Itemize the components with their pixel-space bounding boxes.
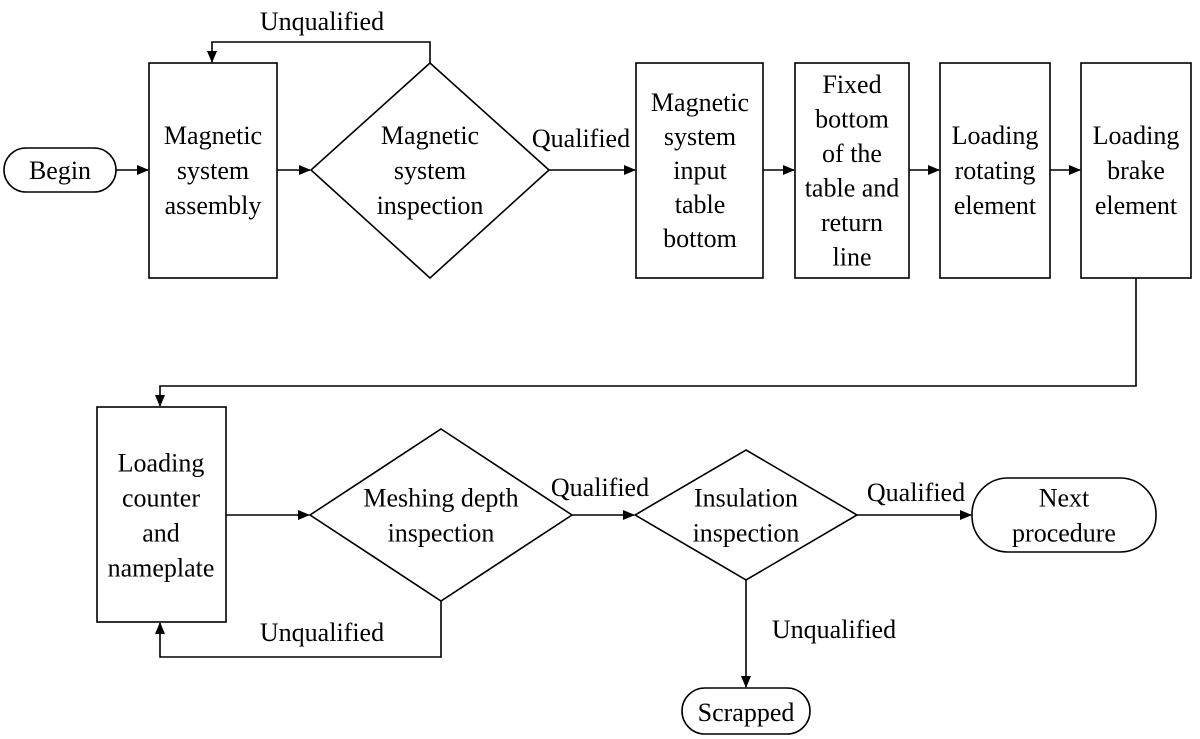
loading-rotating-element-label-line: Loading (952, 121, 1039, 150)
fixed-bottom-label-line: bottom (815, 104, 889, 133)
scrapped-node (681, 687, 811, 735)
fixed-bottom-label-line: line (833, 242, 872, 271)
magnetic-system-assembly-box (148, 62, 278, 279)
magnetic-system-assembly-label-line: assembly (165, 191, 262, 220)
magnetic-system-input-label-line: input (673, 156, 727, 185)
magnetic-unqualified-label: Unqualified (260, 7, 384, 36)
scrapped-label: Scrapped (698, 698, 795, 727)
magnetic-system-input-label-line: Magnetic (651, 88, 749, 117)
loading-brake-element-label-line: brake (1107, 156, 1165, 185)
next-procedure-label-line: Next (1039, 484, 1090, 513)
magnetic-system-inspection-label-line: inspection (377, 191, 484, 220)
loading-brake-element-label-line: element (1095, 191, 1178, 220)
arrow-inspection-unqualified-loop (207, 41, 431, 63)
magnetic-system-input-label-line: system (664, 122, 736, 151)
fixed-bottom-box (794, 62, 910, 279)
meshing-depth-inspection-label-line: inspection (388, 519, 495, 548)
fixed-bottom-label-line: Fixed (822, 70, 881, 99)
magnetic-system-input-label: Magnetic system input table bottom (651, 88, 749, 253)
magnetic-system-assembly-label: Magnetic system assembly (164, 121, 262, 220)
loading-rotating-element-label: Loading rotating element (952, 121, 1039, 220)
arrow-brake-to-counter (155, 278, 1137, 407)
begin-label-line: Begin (29, 156, 91, 185)
loading-counter-label-line: Loading (118, 449, 205, 478)
magnetic-system-input-label-line: bottom (663, 224, 737, 253)
insulation-inspection-label-line: Insulation (694, 484, 798, 513)
meshing-depth-inspection-diamond (308, 428, 574, 602)
begin-label: Begin (29, 156, 91, 185)
meshing-depth-inspection-label: Meshing depth inspection (363, 484, 518, 548)
meshing-unqualified-label: Unqualified (260, 618, 384, 647)
next-procedure-label-line: procedure (1012, 519, 1116, 548)
fixed-bottom-label-line: of the (822, 139, 882, 168)
loading-counter-box (96, 406, 227, 623)
next-procedure-node (971, 477, 1157, 553)
loading-brake-element-box (1080, 62, 1192, 279)
magnetic-system-input-box (635, 62, 764, 279)
loading-rotating-element-box (939, 62, 1051, 279)
loading-counter-label: Loading counter and nameplate (108, 449, 215, 583)
meshing-depth-inspection-label-line: Meshing depth (363, 484, 518, 513)
next-procedure-label: Next procedure (1012, 484, 1116, 548)
magnetic-qualified-label: Qualified (532, 124, 630, 153)
insulation-inspection-label: Insulation inspection (693, 484, 800, 548)
magnetic-system-input-label-line: table (675, 190, 726, 219)
loading-counter-label-line: and (142, 519, 180, 548)
magnetic-system-inspection-diamond (309, 61, 551, 280)
magnetic-system-assembly-label-line: system (177, 156, 249, 185)
magnetic-system-inspection-label: Magnetic system inspection (377, 121, 484, 220)
arrow-meshing-unqualified-loop (155, 601, 442, 658)
insulation-inspection-diamond (633, 449, 859, 581)
insulation-inspection-label-line: inspection (693, 519, 800, 548)
loading-counter-label-line: nameplate (108, 554, 215, 583)
loading-brake-element-label: Loading brake element (1093, 121, 1180, 220)
loading-rotating-element-label-line: rotating (955, 156, 1036, 185)
fixed-bottom-label-line: table and (805, 173, 900, 202)
loading-counter-label-line: counter (122, 484, 200, 513)
meshing-qualified-label: Qualified (551, 473, 649, 502)
fixed-bottom-label: Fixed bottom of the table and return line (805, 70, 900, 272)
magnetic-system-inspection-label-line: system (394, 156, 466, 185)
scrapped-label-line: Scrapped (698, 698, 795, 727)
insulation-unqualified-label: Unqualified (772, 615, 896, 644)
insulation-qualified-label: Qualified (867, 478, 965, 507)
magnetic-system-inspection-label-line: Magnetic (381, 121, 479, 150)
magnetic-system-assembly-label-line: Magnetic (164, 121, 262, 150)
loading-rotating-element-label-line: element (954, 191, 1037, 220)
loading-brake-element-label-line: Loading (1093, 121, 1180, 150)
fixed-bottom-label-line: return (821, 208, 883, 237)
